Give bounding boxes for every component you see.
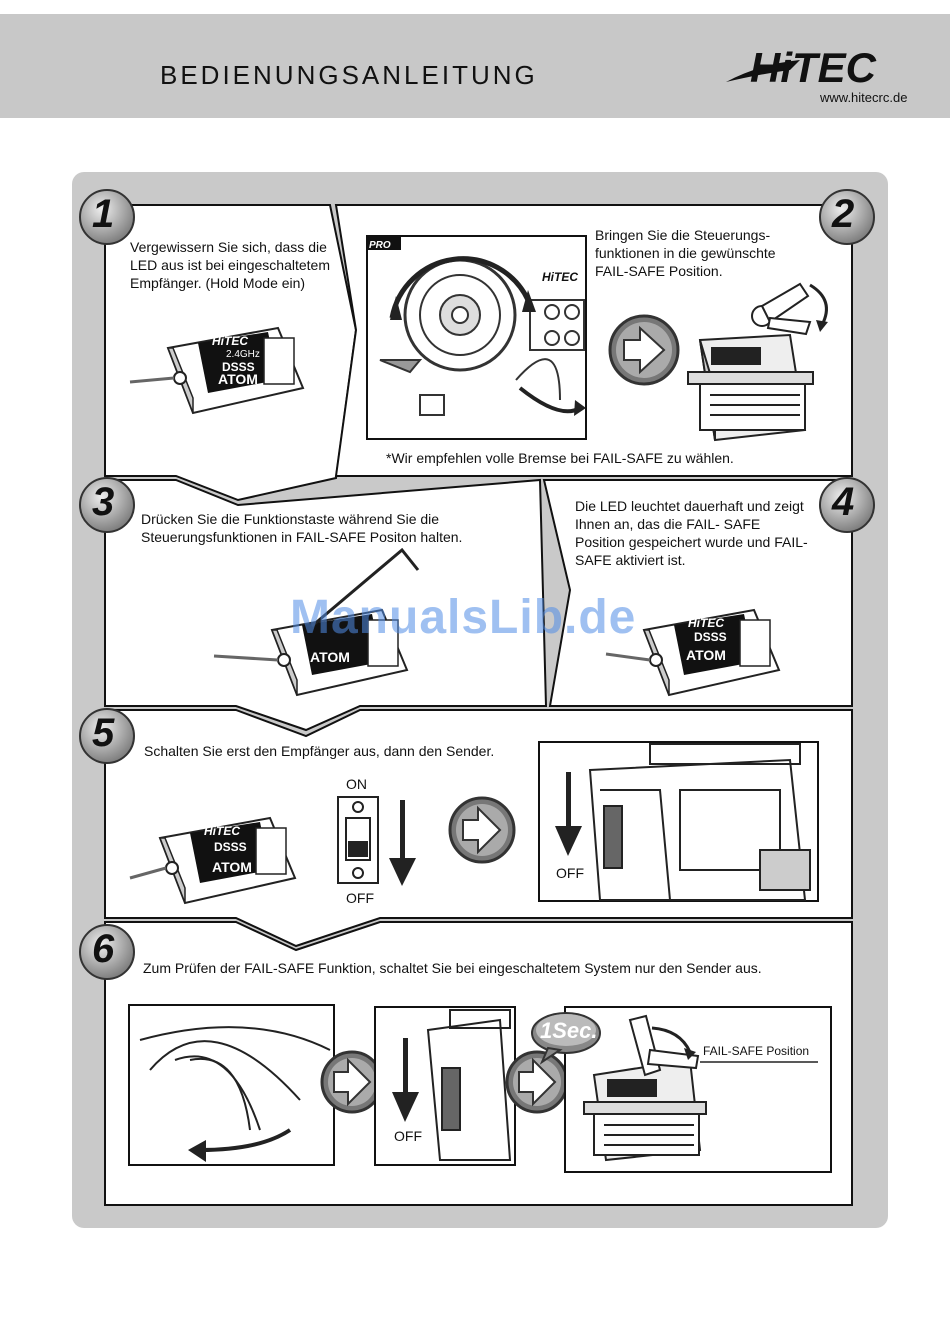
failsafe-position-label: FAIL-SAFE Position: [703, 1042, 809, 1060]
step-5-text: Schalten Sie erst den Empfänger aus, dan…: [144, 742, 544, 760]
step-2-text: Bringen Sie die Steuerungs- funktionen i…: [595, 226, 805, 280]
badge-5-number: 5: [92, 711, 114, 756]
switch-on-label: ON: [346, 776, 367, 792]
badge-6-number: 6: [92, 927, 114, 972]
tx6-off-label: OFF: [394, 1128, 422, 1144]
badge-3-number: 3: [92, 480, 114, 525]
badge-2-number: 2: [832, 192, 854, 237]
step-1-text: Vergewissern Sie sich, dass die LED aus …: [130, 238, 330, 292]
watermark: ManualsLib.de: [290, 590, 636, 645]
step-2-note: *Wir empfehlen volle Bremse bei FAIL-SAF…: [386, 449, 826, 467]
step-4-text: Die LED leuchtet dauerhaft und zeigt Ihn…: [575, 497, 810, 569]
badge-1-number: 1: [92, 192, 114, 237]
switch-off-label: OFF: [346, 890, 374, 906]
step-3-text: Drücken Sie die Funktionstaste während S…: [141, 510, 501, 546]
tx5-off-label: OFF: [556, 865, 584, 881]
step-6-text: Zum Prüfen der FAIL-SAFE Funktion, schal…: [143, 959, 843, 977]
badge-4-number: 4: [832, 480, 854, 525]
one-second-label: 1Sec.: [540, 1018, 598, 1044]
